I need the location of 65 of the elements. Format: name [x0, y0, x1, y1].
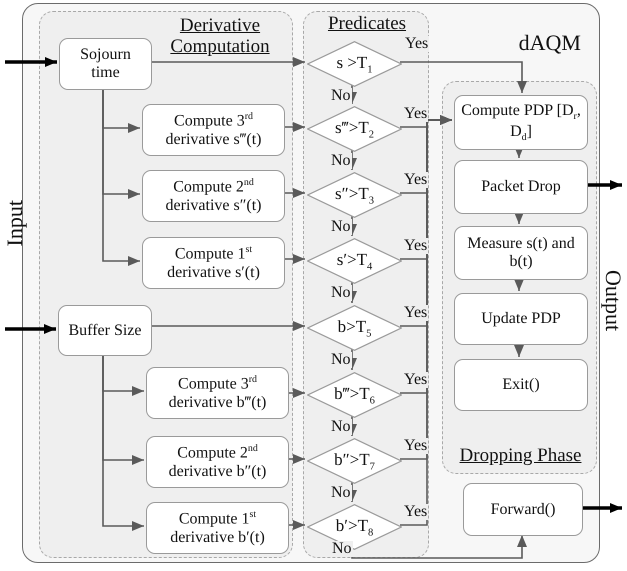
group-title: dAQM [518, 30, 581, 56]
edge-label: No [331, 541, 353, 557]
side-label: Output [600, 270, 626, 332]
process-box: Compute 1$^{st}$ derivative s′(t) [142, 237, 285, 289]
decision-diamond: s >T$_{1}$ [307, 41, 402, 87]
arrow [514, 343, 524, 357]
arrow [287, 388, 305, 398]
arrow [283, 122, 305, 132]
edge-label: No [330, 88, 352, 104]
edge-label: Yes [403, 238, 428, 254]
edge-label: Yes [404, 36, 430, 52]
edge-label: Yes [403, 172, 428, 188]
decision-diamond: b″>T$_{7}$ [307, 438, 402, 484]
process-box: Sojourn time [59, 38, 152, 90]
arrow [351, 535, 527, 559]
group-panel [442, 81, 597, 474]
group-title: Dropping Phase [458, 446, 582, 467]
group-panel [303, 11, 429, 558]
process-box: Compute 2$^{nd}$ derivative b″(t) [146, 436, 289, 488]
process-box: Compute 2$^{nd}$ derivative s″(t) [142, 170, 285, 222]
edge-label: Yes [403, 438, 428, 454]
decision-diamond: s′>T$_{4}$ [307, 238, 402, 284]
process-box: Forward() [463, 483, 583, 536]
decision-diamond: b>T$_{5}$ [307, 305, 402, 351]
edge-label: No [330, 419, 352, 435]
process-box: Packet Drop [454, 160, 588, 214]
arrow [514, 278, 524, 291]
edge-label: Yes [403, 305, 428, 321]
side-label: Input [2, 200, 28, 246]
process-box: Buffer Size [58, 305, 152, 356]
edge-label: No [330, 219, 352, 235]
process-box: Compute 3$^{rd}$ derivative s‴(t) [142, 104, 285, 156]
process-box: Compute 3$^{rd}$ derivative b‴(t) [146, 367, 289, 419]
decision-diamond: s″>T$_{3}$ [307, 172, 402, 218]
arrow [287, 520, 305, 530]
arrow [150, 57, 305, 67]
arrow [102, 88, 140, 266]
group-title: Predicates [326, 14, 408, 35]
group-title: Derivative Computation [169, 16, 271, 58]
edge-label: No [330, 352, 352, 368]
process-box: Compute 1$^{st}$ derivative b′(t) [146, 502, 289, 554]
edge-label: No [330, 285, 352, 301]
arrow [283, 188, 305, 198]
arrow [287, 454, 305, 464]
edge-label: Yes [403, 504, 428, 520]
process-box: Exit() [454, 359, 588, 411]
process-box: Update PDP [454, 293, 588, 345]
decision-diamond: s‴>T$_{2}$ [307, 106, 402, 152]
edge-label: Yes [403, 106, 428, 122]
arrow [400, 61, 527, 93]
arrow [102, 354, 144, 531]
process-box: Measure s(t) and b(t) [454, 226, 588, 280]
edge-label: No [330, 485, 352, 501]
arrow [582, 503, 622, 513]
decision-diamond: b‴>T$_{6}$ [307, 372, 402, 418]
arrow [514, 212, 524, 224]
arrow [5, 324, 56, 334]
arrow [5, 57, 57, 67]
arrow [150, 321, 305, 331]
edge-label: No [330, 153, 352, 169]
group-panel [39, 11, 293, 558]
edge-label: Yes [403, 372, 428, 388]
arrow [586, 180, 622, 190]
arrow [283, 254, 305, 264]
process-box: Compute PDP [D$_{r}$, D$_{d}$] [454, 95, 588, 150]
